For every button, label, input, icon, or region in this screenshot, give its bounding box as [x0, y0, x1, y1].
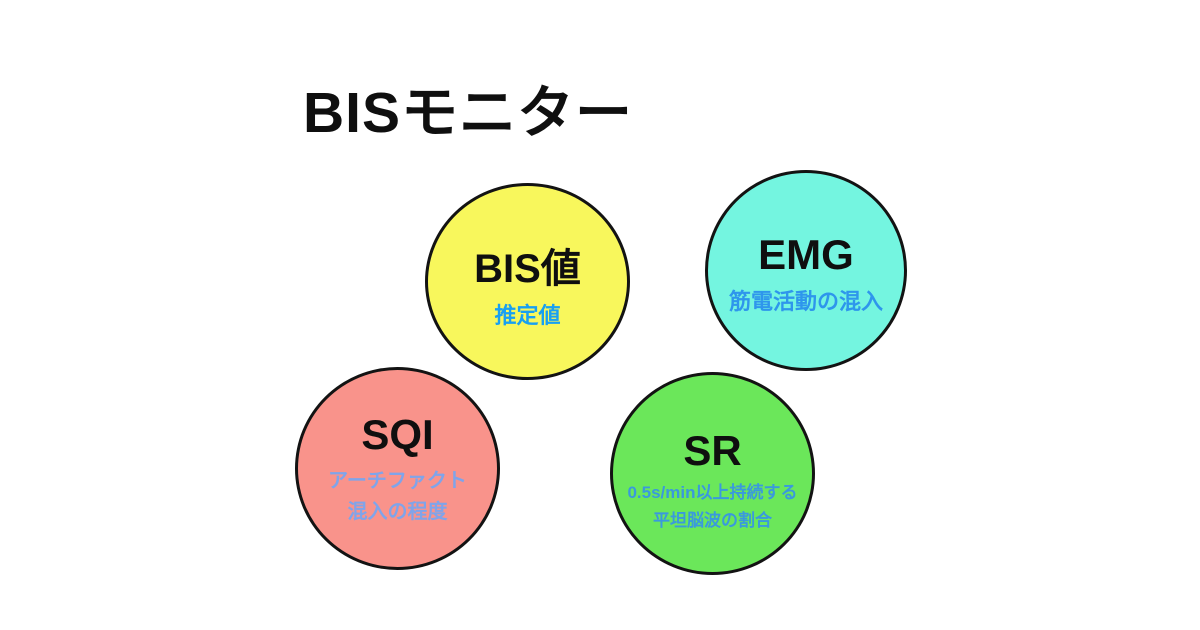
- sublabel-line: 平坦脳波の割合: [652, 510, 772, 530]
- sublabel-line: 推定値: [494, 302, 561, 328]
- circle-emg: EMG 筋電活動の混入: [705, 170, 907, 371]
- circle-bis-value-label: BIS値: [474, 246, 581, 291]
- sublabel-line: 混入の程度: [347, 500, 448, 523]
- circle-sr-sublabel: 0.5s/min以上持続する 平坦脳波の割合: [627, 479, 797, 533]
- circle-sqi-sublabel: アーチファクト 混入の程度: [328, 466, 467, 528]
- circle-emg-sublabel: 筋電活動の混入: [729, 284, 883, 316]
- circle-sqi-label: SQI: [361, 411, 434, 459]
- sublabel-line: アーチファクト: [328, 469, 467, 492]
- circle-sr: SR 0.5s/min以上持続する 平坦脳波の割合: [610, 372, 815, 575]
- sublabel-line: 筋電活動の混入: [728, 288, 883, 314]
- circle-emg-label: EMG: [758, 231, 854, 279]
- circle-bis-value-sublabel: 推定値: [494, 298, 560, 330]
- circle-sqi: SQI アーチファクト 混入の程度: [295, 367, 500, 570]
- circle-sr-label: SR: [683, 427, 742, 475]
- sublabel-line: 0.5s/min以上持続する: [627, 483, 798, 503]
- circle-bis-value: BIS値 推定値: [425, 183, 630, 380]
- diagram-title: BISモニター: [303, 81, 634, 145]
